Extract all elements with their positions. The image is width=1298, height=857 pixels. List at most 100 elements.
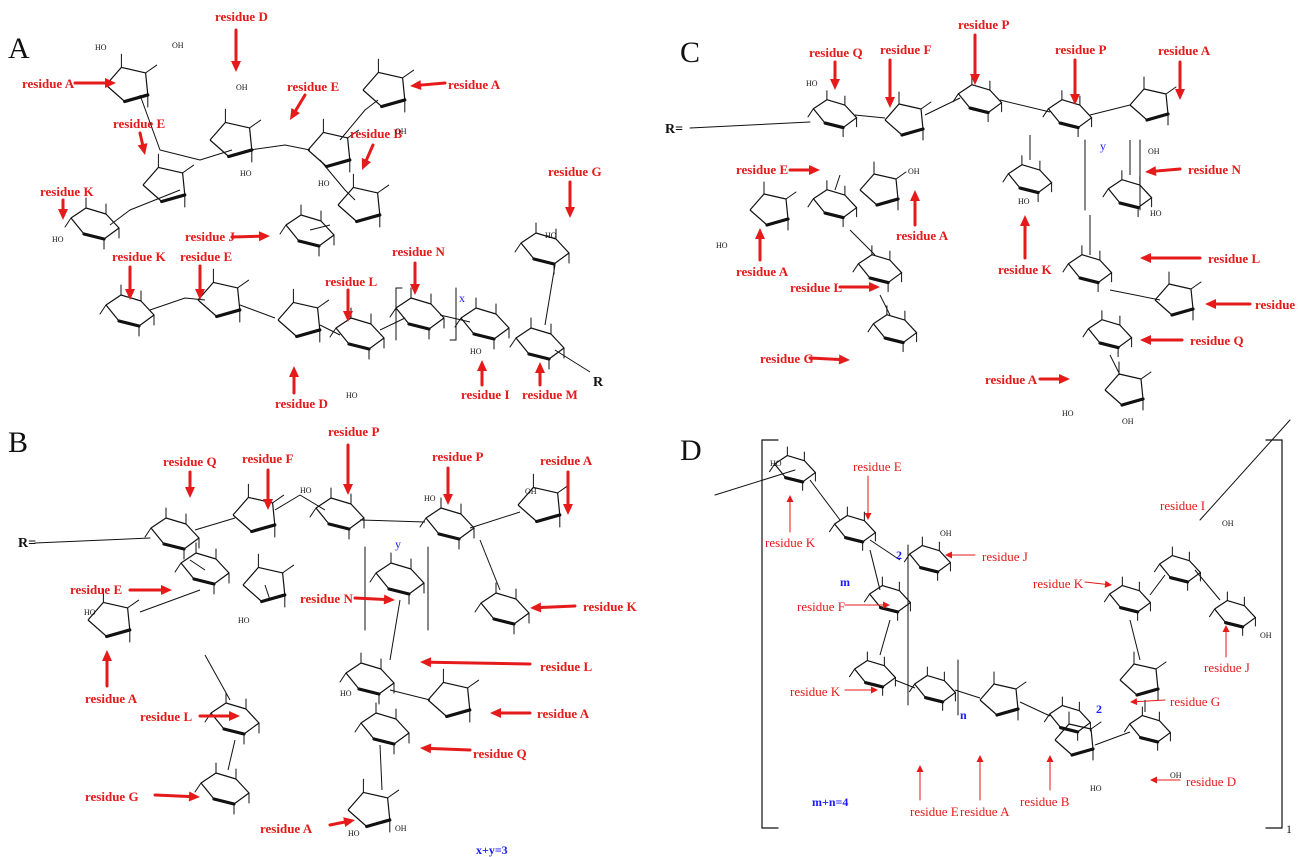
label-b-5: residue E [70, 582, 123, 597]
ring-c [1129, 88, 1169, 121]
ring-d [909, 544, 952, 573]
substituent [272, 494, 285, 504]
substituent [64, 217, 72, 228]
glycosidic-link [319, 159, 356, 201]
glycosidic-link [924, 97, 961, 116]
label-b-4: residue A [540, 453, 593, 468]
substituent [909, 683, 916, 693]
ring-d [869, 584, 912, 613]
ring-b [425, 507, 475, 540]
subscript-2b: 2 [1096, 702, 1102, 716]
glycosidic-link [544, 264, 556, 326]
label-a-14: residue I [461, 387, 510, 402]
arrow-head [871, 686, 878, 694]
arrow-head [830, 79, 840, 90]
hydroxyl-label: OH [395, 824, 407, 833]
arrow-head [410, 284, 420, 295]
ring-bold-edge [1119, 606, 1140, 614]
ring-bold-edge [784, 476, 805, 484]
ring-b [150, 517, 200, 550]
ring-bold-edge [1070, 747, 1095, 757]
glycosidic-link [359, 519, 426, 523]
label-b-14: residue A [260, 821, 313, 836]
label-b-2: residue F [242, 451, 294, 466]
ring-b [375, 562, 425, 595]
label-a-6: residue K [40, 184, 94, 199]
hydroxyl-label: OH [908, 167, 920, 176]
label-b-7: residue K [583, 599, 637, 614]
arrow-head [565, 207, 575, 218]
ring-bold-edge [1098, 341, 1120, 350]
substituent [769, 463, 776, 473]
glycosidic-link [854, 114, 886, 119]
glycosidic-link [1019, 701, 1051, 717]
glycosidic-link [879, 619, 891, 656]
arrow-head [263, 499, 273, 510]
arrow-shaft [153, 793, 191, 799]
arrow-head [809, 165, 820, 175]
hydroxyl-label: OH [525, 487, 537, 496]
arrow-head [231, 61, 241, 72]
ring-a [515, 327, 565, 360]
glycosidic-link [249, 144, 311, 151]
ring-bold-edge [1058, 121, 1080, 130]
ring-b [480, 592, 530, 625]
label-c-12: residue A [1255, 297, 1298, 312]
substituent [1140, 371, 1152, 380]
hydroxyl-label: HO [1090, 784, 1102, 793]
arrow-head [1205, 299, 1216, 309]
label-a-5: residue B [350, 126, 403, 141]
arrow-head [125, 289, 135, 300]
ring-bold-edge [260, 593, 287, 604]
ring-a [460, 307, 510, 340]
substituent [237, 279, 250, 289]
arrow-shaft [138, 131, 145, 146]
label-d-11: residue B [1020, 794, 1070, 809]
label-d-1: residue K [765, 535, 816, 550]
arrow-head [258, 231, 270, 242]
ring-bold-edge [1145, 112, 1170, 122]
glycosidic-link [139, 94, 233, 161]
glycosidic-link [274, 494, 326, 511]
glycosidic-link [149, 297, 206, 311]
substituent [864, 593, 871, 603]
ring-a [277, 301, 321, 338]
substituent [807, 108, 814, 118]
label-a-9: residue K [112, 249, 166, 264]
glycosidic-link [439, 314, 471, 323]
ring-bold-edge [492, 617, 516, 626]
ring-bold-edge [82, 232, 106, 241]
ring-bold-edge [1139, 736, 1160, 744]
label-c-5: residue E [736, 162, 789, 177]
glycosidic-link [954, 689, 981, 699]
arrow-head [420, 657, 432, 668]
subscript-y-b: y [395, 537, 401, 551]
label-d-12: residue D [1186, 774, 1237, 789]
arrow-head [1070, 94, 1080, 105]
glycosidic-link [379, 744, 383, 791]
glycosidic-link [389, 599, 401, 661]
hydroxyl-label: HO [1018, 197, 1030, 206]
hydroxyl-label: OH [1222, 519, 1234, 528]
substituent [389, 307, 397, 318]
hydroxyl-label: OH [1148, 147, 1160, 156]
panel-label-d: D [680, 434, 702, 467]
chain-d [1199, 419, 1291, 521]
label-a-13: residue D [275, 396, 328, 411]
substituent [329, 327, 337, 338]
label-c-13: residue Q [1190, 333, 1244, 348]
ring-b [347, 791, 391, 828]
label-d-2: residue J [982, 549, 1028, 564]
r-link-b [34, 537, 151, 544]
subscript-y-c: y [1100, 139, 1106, 153]
label-b-13: residue G [85, 789, 139, 804]
ring-bold-edge [160, 193, 187, 204]
label-a-3: residue A [22, 76, 75, 91]
substituent [369, 572, 377, 583]
arrow-head [755, 228, 765, 239]
ring-bold-edge [527, 352, 551, 361]
arrow-shaft [429, 746, 472, 752]
arrow-head [195, 289, 205, 300]
